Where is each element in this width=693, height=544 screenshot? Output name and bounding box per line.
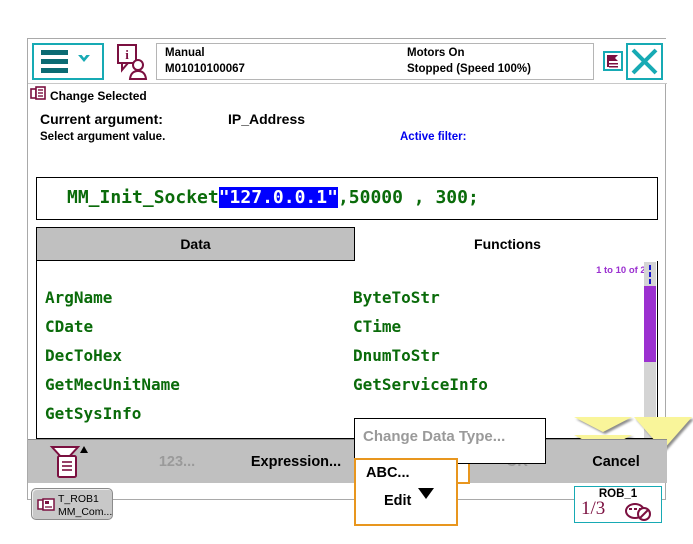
numeric-keypad-button[interactable]: 123... bbox=[158, 453, 196, 470]
taskbar: T_ROB1 MM_Com... ROB_1 1/3 bbox=[27, 484, 666, 524]
code-preview-box[interactable]: MM_Init_Socket"127.0.0.1",50000 , 300; bbox=[36, 177, 658, 220]
robot-fraction: 1/3 bbox=[581, 498, 606, 519]
task-flag-icon[interactable] bbox=[603, 51, 623, 71]
action-bar: 123... Expression... Edit OK Cancel bbox=[28, 439, 667, 484]
change-selected-icon bbox=[30, 85, 46, 107]
list-column-right: ByteToStr CTime DnumToStr GetServiceInfo bbox=[353, 283, 633, 399]
task-name: T_ROB1 bbox=[58, 493, 99, 505]
argument-instruction: Select argument value. bbox=[40, 131, 166, 143]
breadcrumb-label: Change Selected bbox=[50, 89, 147, 103]
double-arrow-down-icon[interactable] bbox=[574, 417, 632, 432]
list-item[interactable]: GetServiceInfo bbox=[353, 375, 488, 394]
list-item[interactable]: ArgName bbox=[45, 288, 113, 307]
controller-status-field[interactable]: Manual M01010100067 Motors On Stopped (S… bbox=[156, 43, 594, 80]
caret-down-icon bbox=[418, 488, 434, 499]
status-bar: i Manual M01010100067 Motors On Stopped … bbox=[28, 39, 667, 84]
filter-icon bbox=[49, 446, 88, 478]
list-column-left: ArgName CDate DecToHex GetMecUnitName Ge… bbox=[45, 283, 345, 428]
tab-data[interactable]: Data bbox=[36, 227, 355, 261]
code-remainder: ,50000 , 300; bbox=[337, 187, 479, 208]
scrollbar-thumb[interactable] bbox=[644, 286, 656, 362]
current-argument-value: IP_Address bbox=[228, 111, 306, 127]
hamburger-menu-icon bbox=[41, 50, 68, 73]
breadcrumb: Change Selected bbox=[30, 85, 147, 107]
list-item[interactable]: DnumToStr bbox=[353, 346, 440, 365]
list-scrollbar[interactable] bbox=[644, 262, 656, 438]
program-editor-icon bbox=[37, 496, 55, 519]
scrollbar-top-marker bbox=[646, 263, 655, 285]
main-menu-button[interactable] bbox=[32, 43, 104, 80]
list-item[interactable]: CTime bbox=[353, 317, 402, 336]
current-argument-label: Current argument: bbox=[40, 111, 163, 127]
chevron-down-icon bbox=[73, 54, 95, 69]
argument-value-list: 1 to 10 of 24 ArgName CDate DecToHex Get… bbox=[36, 261, 658, 439]
edit-popup-menu: ABC... Edit bbox=[354, 458, 458, 526]
task-button-t-rob1[interactable]: T_ROB1 MM_Com... bbox=[31, 488, 113, 520]
filter-button[interactable] bbox=[42, 443, 102, 481]
cancel-button[interactable]: Cancel bbox=[592, 453, 640, 470]
list-item[interactable]: GetSysInfo bbox=[45, 404, 142, 423]
list-item[interactable]: CDate bbox=[45, 317, 94, 336]
controller-id: M01010100067 bbox=[165, 63, 245, 75]
list-item[interactable]: DecToHex bbox=[45, 346, 123, 365]
motors-state: Motors On bbox=[407, 47, 465, 59]
active-filter-label[interactable]: Active filter: bbox=[400, 131, 467, 143]
list-count-label: 1 to 10 of 24 bbox=[596, 265, 651, 276]
run-state: Stopped (Speed 100%) bbox=[407, 63, 531, 75]
flexpendant-window: i Manual M01010100067 Motors On Stopped … bbox=[27, 38, 692, 526]
argument-header: Current argument: IP_Address Select argu… bbox=[28, 109, 667, 149]
axis-disabled-icon bbox=[623, 499, 653, 528]
tab-bar: Data Functions bbox=[36, 227, 658, 261]
menu-item-abc[interactable]: ABC... bbox=[366, 465, 410, 481]
expression-button[interactable]: Expression... bbox=[250, 453, 342, 470]
robot-label: ROB_1 bbox=[598, 488, 638, 500]
list-item[interactable]: ByteToStr bbox=[353, 288, 440, 307]
menu-item-edit[interactable]: Edit bbox=[384, 493, 412, 509]
list-item[interactable]: GetMecUnitName bbox=[45, 375, 180, 394]
code-line: MM_Init_Socket"127.0.0.1",50000 , 300; bbox=[67, 187, 479, 208]
robot-status-box[interactable]: ROB_1 1/3 bbox=[574, 486, 662, 523]
operator-info-icon[interactable]: i bbox=[112, 44, 150, 80]
tab-functions[interactable]: Functions bbox=[357, 227, 658, 261]
close-icon bbox=[631, 48, 658, 75]
task-module: MM_Com... bbox=[58, 506, 113, 518]
code-instruction: MM_Init_Socket bbox=[67, 187, 219, 208]
menu-item-change-data-type[interactable]: Change Data Type... bbox=[363, 428, 506, 445]
code-selected-argument[interactable]: "127.0.0.1" bbox=[218, 187, 338, 208]
svg-text:i: i bbox=[125, 47, 129, 62]
operating-mode: Manual bbox=[165, 47, 205, 59]
close-button[interactable] bbox=[626, 43, 663, 80]
